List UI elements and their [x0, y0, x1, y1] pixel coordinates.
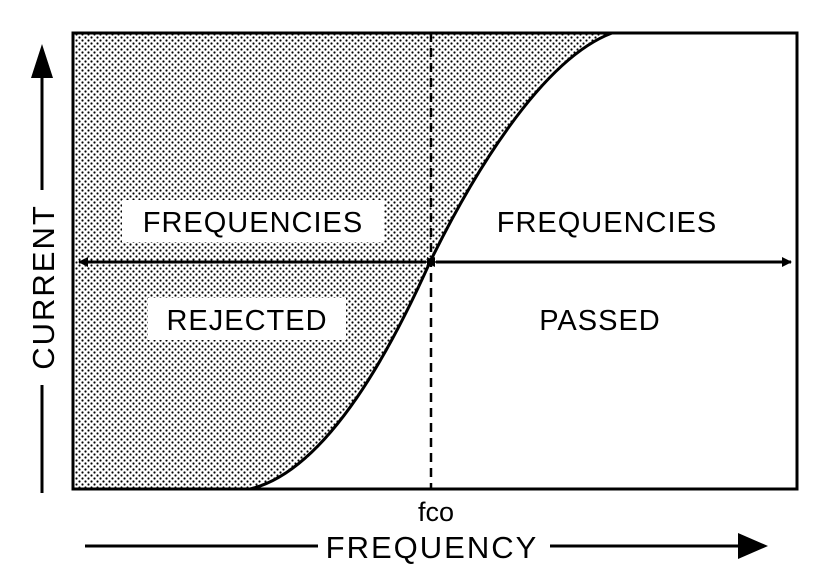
y-axis-arrow-icon	[31, 44, 53, 78]
rejected-top-label: FREQUENCIES	[143, 207, 363, 239]
plot-frame	[71, 31, 799, 491]
rejected-bottom-label-bg	[148, 298, 346, 340]
x-axis-arrow-icon	[738, 533, 768, 559]
passed-bottom-label: PASSED	[539, 305, 661, 337]
y-axis-label: CURRENT	[26, 204, 61, 370]
rejected-top-label-bg	[122, 200, 384, 242]
rejected-bottom-label: REJECTED	[166, 305, 327, 337]
x-axis-label: FREQUENCY	[326, 530, 539, 565]
passed-top-label: FREQUENCIES	[497, 207, 717, 239]
cutoff-label: fco	[418, 497, 454, 527]
